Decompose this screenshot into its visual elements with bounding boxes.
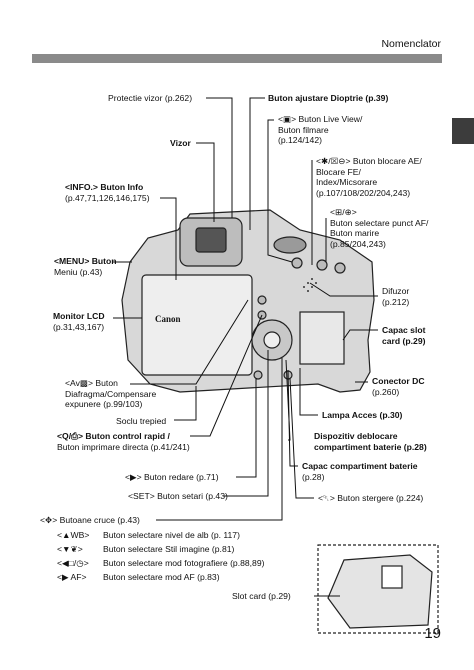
cruce-item-text: Buton selectare Stil imagine (p.81) [103, 544, 235, 554]
cruce-item-key: <◀□/◷> [57, 558, 89, 568]
label-difuzor: Difuzor (p.212) [382, 286, 410, 307]
viewfinder-window [195, 227, 227, 253]
camera-illustration: Canon [121, 209, 375, 393]
cruce-item-key: <▼❦> [57, 544, 83, 554]
speaker-grille [303, 278, 317, 292]
canon-logo: Canon [155, 314, 181, 324]
label-dioptrie: Buton ajustare Dioptrie (p.39) [268, 93, 389, 103]
header-bar [32, 54, 442, 63]
label-monitor-lcd: Monitor LCD (p.31,43,167) [53, 311, 105, 332]
label-conector-dc: Conector DC (p.260) [372, 376, 425, 397]
dioptre-dial [273, 236, 307, 254]
label-capac-slot: Capac slot card (p.29) [382, 325, 426, 346]
page-header-title: Nomenclator [381, 38, 441, 50]
label-soclu-trepied: Soclu trepied [116, 416, 167, 426]
card-slot-cover [299, 311, 345, 365]
label-redare: <▶> Buton redare (p.71) [125, 472, 219, 482]
label-protectie-vizor: Protectie vizor (p.262) [108, 93, 193, 103]
label-blocare-ae: <✱/☒⊖> Buton blocare AE/ Blocare FE/ Ind… [316, 156, 422, 198]
label-slot-card: Slot card (p.29) [232, 591, 291, 601]
page-number: 19 [424, 625, 441, 642]
lcd-screen [141, 274, 253, 376]
label-stergere: <␡> Buton stergere (p.224) [318, 493, 424, 503]
label-av-button: <Av▩> Buton Diafragma/Compensare expuner… [65, 378, 157, 409]
label-setari: <SET> Buton setari (p.43) [128, 491, 228, 501]
av-button-shape [257, 295, 267, 305]
label-live-view: <▣> Buton Live View/ Buton filmare (p.12… [278, 114, 363, 145]
cruce-item-key: <▲WB> [57, 530, 90, 540]
label-lampa-acces: Lampa Acces (p.30) [322, 410, 403, 420]
label-control-rapid: <Q/⎙> Buton control rapid / Buton imprim… [57, 431, 190, 452]
label-info-button: <INFO.> Buton Info (p.47,71,126,146,175) [65, 182, 150, 203]
playback-button-shape [253, 370, 263, 380]
cruce-item-text: Buton selectare mod AF (p.83) [103, 572, 220, 582]
slot-card-inset [317, 544, 439, 634]
ae-lock-button-shape [316, 259, 328, 271]
chapter-side-tab [452, 118, 474, 144]
label-vizor: Vizor [170, 138, 191, 148]
cruce-item-text: Buton selectare mod fotografiere (p.88,8… [103, 558, 265, 568]
label-cruce: <✥> Butoane cruce (p.43) [40, 515, 140, 525]
cruce-item-text: Buton selectare nivel de alb (p. 117) [103, 530, 240, 540]
label-punct-af: <⊞/⊕> Buton selectare punct AF/ Buton ma… [330, 207, 429, 249]
label-dispozitiv: Dispozitiv deblocare compartiment bateri… [314, 431, 427, 452]
label-capac-baterie: Capac compartiment baterie (p.28) [302, 461, 418, 482]
label-menu-button: <MENU> Buton Meniu (p.43) [54, 256, 117, 277]
set-button-shape [263, 331, 281, 349]
af-point-button-shape [334, 262, 346, 274]
live-view-button-shape [291, 257, 303, 269]
cruce-item-key: <▶ AF> [57, 572, 87, 582]
leader-lines [112, 97, 378, 597]
